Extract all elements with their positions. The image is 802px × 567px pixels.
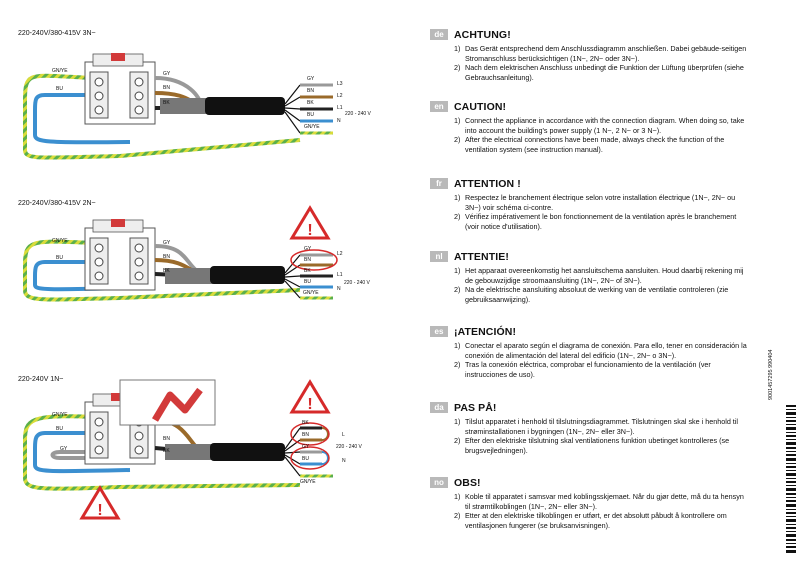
voltage: 220 - 240 V <box>336 444 362 450</box>
label-bk: BK <box>163 100 170 106</box>
list-item: 1)Het apparaat overeenkomstig het aanslu… <box>454 266 744 285</box>
list-item: 1)Das Gerät entsprechend dem Anschlussdi… <box>454 44 747 63</box>
lang-badge: no <box>430 477 448 488</box>
terminal-n: N <box>337 286 341 292</box>
list-item: 1)Koble til apparatet i samsvar med kobl… <box>454 492 744 511</box>
wire-gnye: GN/YE <box>304 124 320 130</box>
section-title: ATTENTIE! <box>454 250 509 263</box>
label-gy: GY <box>163 71 171 77</box>
wire-bk: BK <box>307 100 314 106</box>
wire-gnye: GN/YE <box>300 479 316 485</box>
label-bu: BU <box>56 255 63 261</box>
label-gnye: GN/YE <box>52 238 68 244</box>
terminal-n: N <box>337 118 341 124</box>
wire-bk: BK <box>304 268 311 274</box>
section-no: no OBS! 1)Koble til apparatet i samsvar m… <box>430 476 750 530</box>
svg-text:!: ! <box>307 396 312 413</box>
voltage: 220 - 240 V <box>344 280 370 286</box>
list-item: 2)Nach dem elektrischen Anschluss unbedi… <box>454 63 744 82</box>
section-title: ¡ATENCIÓN! <box>454 325 517 338</box>
list-item: 1)Connect the appliance in accordance wi… <box>454 116 745 135</box>
list-item: 2)Efter den elektriske tilslutning skal … <box>454 436 730 455</box>
diagram-2n: ! <box>23 205 338 302</box>
lang-badge: de <box>430 29 448 40</box>
terminal-l: L <box>342 432 345 438</box>
svg-text:!: ! <box>307 222 312 239</box>
wire-bn: BN <box>307 88 314 94</box>
diagram-title: 220-240V/380-415V 3N~ <box>18 30 96 37</box>
list-item: 2)After the electrical connections have … <box>454 135 725 154</box>
list-item: 1)Conectar el aparato según el diagrama … <box>454 341 747 360</box>
label-bk: BK <box>163 268 170 274</box>
terminal-l1: L1 <box>337 105 343 111</box>
diagram-3n <box>23 52 333 160</box>
label-gnye: GN/YE <box>52 68 68 74</box>
section-de: de ACHTUNG! 1)Das Gerät entsprechend dem … <box>430 28 750 82</box>
lang-badge: fr <box>430 178 448 189</box>
svg-text:!: ! <box>97 502 102 519</box>
list-item: 2)Tras la conexión eléctrica, comprobar … <box>454 360 711 379</box>
label-bu: BU <box>56 426 63 432</box>
wire-gnye: GN/YE <box>303 290 319 296</box>
diagram-title: 220-240V/380-415V 2N~ <box>18 200 96 207</box>
document-number: 9001457295 990404 <box>768 349 774 400</box>
terminal-l3: L3 <box>337 81 343 87</box>
label-bn: BN <box>163 254 170 260</box>
list-item: 2)Na de elektrische aansluiting absoluut… <box>454 285 729 304</box>
section-nl: nl ATTENTIE! 1)Het apparaat overeenkomsti… <box>430 250 750 304</box>
label-bn: BN <box>163 85 170 91</box>
voltage: 220 - 240 V <box>345 111 371 117</box>
barcode-icon <box>786 405 796 553</box>
wire-bu: BU <box>304 279 311 285</box>
label-bn: BN <box>163 436 170 442</box>
terminal-l2: L2 <box>337 93 343 99</box>
wire-bk: BK <box>302 420 309 426</box>
label-bu: BU <box>56 86 63 92</box>
lang-badge: es <box>430 326 448 337</box>
diagram-1n: ! ! <box>23 379 333 520</box>
wiring-diagrams: ! ! ! <box>23 52 338 520</box>
section-da: da PAS PÅ! 1)Tilslut apparatet i henhold … <box>430 401 750 455</box>
terminal-l2: L2 <box>337 251 343 257</box>
lang-badge: en <box>430 101 448 112</box>
lang-badge: da <box>430 402 448 413</box>
terminal-l1: L1 <box>337 272 343 278</box>
list-item: 1)Respectez le branchement électrique se… <box>454 193 736 212</box>
label-gy: GY <box>60 446 68 452</box>
lang-badge: nl <box>430 251 448 262</box>
section-title: ACHTUNG! <box>454 28 511 41</box>
wire-bu: BU <box>307 112 314 118</box>
section-title: ATTENTION ! <box>454 177 521 190</box>
wire-gy: GY <box>304 246 312 252</box>
section-fr: fr ATTENTION ! 1)Respectez le branchement… <box>430 177 750 231</box>
label-bk: BK <box>163 448 170 454</box>
section-es: es ¡ATENCIÓN! 1)Conectar el aparato según… <box>430 325 750 379</box>
wire-bn: BN <box>304 257 311 263</box>
label-gnye: GN/YE <box>52 412 68 418</box>
wire-gy: GY <box>302 444 310 450</box>
section-en: en CAUTION! 1)Connect the appliance in ac… <box>430 100 750 154</box>
terminal-n: N <box>342 458 346 464</box>
section-title: OBS! <box>454 476 481 489</box>
list-item: 2)Vérifiez impérativement le bon fonctio… <box>454 212 737 231</box>
list-item: 1)Tilslut apparatet i henhold til tilslu… <box>454 417 739 436</box>
section-title: CAUTION! <box>454 100 507 113</box>
list-item: 2)Etter at den elektriske tilkoblingen e… <box>454 511 727 530</box>
diagram-title: 220-240V 1N~ <box>18 376 64 383</box>
wire-bu: BU <box>302 456 309 462</box>
label-gy: GY <box>163 240 171 246</box>
wire-gy: GY <box>307 76 315 82</box>
wire-bn: BN <box>302 432 309 438</box>
section-title: PAS PÅ! <box>454 401 497 414</box>
